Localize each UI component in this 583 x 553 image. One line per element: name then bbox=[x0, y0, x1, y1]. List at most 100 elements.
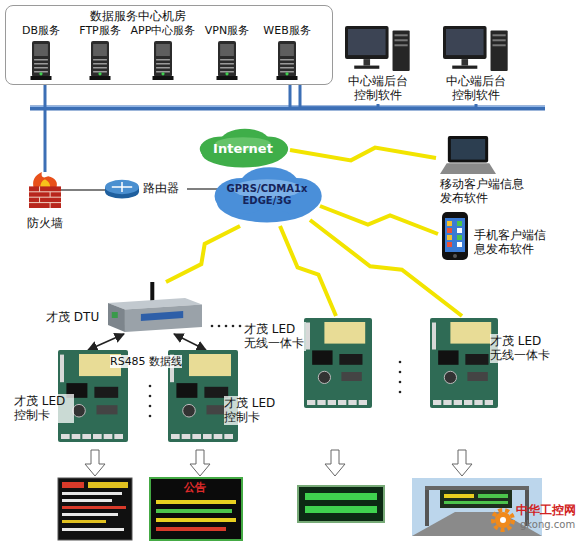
led-display bbox=[156, 500, 236, 504]
control-pc-icon bbox=[452, 66, 477, 69]
watermark-gear bbox=[500, 517, 506, 523]
control-pc: 中心端后台控制软件 bbox=[433, 26, 519, 104]
control-pc: 中心端后台控制软件 bbox=[335, 26, 421, 104]
highway-led-sign bbox=[425, 486, 529, 490]
server-icon bbox=[156, 67, 170, 69]
server-icon bbox=[217, 76, 238, 80]
led-display bbox=[298, 486, 384, 522]
server-icon bbox=[93, 59, 107, 61]
led-display bbox=[58, 478, 132, 540]
wireless-led-card-icon bbox=[474, 400, 482, 405]
mobile-network-cloud: GPRS/CDMA1x EDGE/3G bbox=[210, 166, 324, 226]
wireless-led-card-icon bbox=[438, 350, 458, 364]
watermark-gear bbox=[493, 510, 513, 530]
node-label: 才茂 LED 无线一体卡 bbox=[244, 322, 306, 351]
dtu-device: 才茂 DTU bbox=[46, 282, 206, 334]
led-control-card-icon bbox=[214, 434, 223, 439]
phone-client-icon bbox=[442, 212, 468, 260]
phone-client-icon bbox=[453, 254, 457, 258]
server-icon bbox=[272, 41, 302, 81]
led-control-card-icon bbox=[60, 355, 64, 383]
continuation-dots bbox=[149, 405, 152, 408]
connector-layer bbox=[45, 85, 476, 350]
phone-client-icon bbox=[457, 235, 462, 240]
server-icon bbox=[34, 67, 48, 69]
server-icon bbox=[280, 59, 294, 61]
server-icon bbox=[156, 59, 170, 61]
firewall-icon bbox=[39, 197, 40, 202]
continuation-dots bbox=[149, 395, 152, 398]
control-pc-icon bbox=[395, 34, 408, 36]
server-icon bbox=[93, 67, 107, 69]
server-icon bbox=[98, 72, 101, 75]
server-icon bbox=[153, 76, 174, 80]
dtu-device-icon bbox=[108, 303, 125, 332]
server-icon bbox=[225, 72, 228, 75]
control-pc-icon bbox=[348, 29, 386, 55]
led-control-card: 才茂 LED 控制卡 bbox=[166, 350, 286, 444]
continuation-dots bbox=[399, 371, 402, 374]
wireless-led-card-icon bbox=[304, 318, 372, 408]
wireless-led-card-icon bbox=[485, 400, 493, 405]
dtu-device-icon bbox=[112, 312, 118, 318]
laptop-client-icon bbox=[440, 136, 496, 174]
highway-led-sign bbox=[478, 494, 508, 498]
node-label: WEB服务 bbox=[258, 24, 316, 37]
firewall-icon bbox=[29, 191, 61, 192]
led-control-card-icon bbox=[189, 354, 231, 376]
server-icon bbox=[148, 41, 178, 81]
wireless-led-card-icon bbox=[450, 322, 491, 344]
firewall: 防火墙 bbox=[18, 172, 72, 234]
wireless-led-card-icon bbox=[318, 371, 330, 383]
led-control-card-icon bbox=[171, 434, 180, 439]
wireless-led-card-icon bbox=[304, 318, 372, 408]
wireless-led-card-icon bbox=[433, 400, 441, 405]
continuation-dots bbox=[399, 381, 402, 384]
continuation-dots bbox=[149, 415, 152, 418]
wireless-led-card-icon bbox=[317, 400, 325, 405]
laptop-client-icon bbox=[451, 139, 485, 160]
wireless-link bbox=[320, 206, 438, 234]
control-pc-icon bbox=[443, 26, 509, 72]
phone-client-icon bbox=[457, 242, 462, 247]
led-display bbox=[156, 527, 226, 531]
node-label: DB服务 bbox=[12, 24, 70, 37]
wireless-led-card: 才茂 LED 无线一体卡 bbox=[426, 316, 564, 410]
connector bbox=[88, 334, 124, 350]
laptop-client-icon bbox=[448, 136, 488, 163]
led-control-card-icon bbox=[224, 434, 233, 439]
led-display bbox=[150, 478, 242, 540]
wireless-led-card-icon bbox=[430, 318, 498, 408]
led-control-card-icon bbox=[82, 434, 91, 439]
server-icon bbox=[91, 41, 109, 77]
server-room: DB服务FTP服务APP中心服务VPN服务WEB服务数据服务中心机房 bbox=[5, 5, 333, 85]
connector bbox=[187, 188, 220, 190]
led-display bbox=[62, 492, 122, 495]
led-display bbox=[58, 478, 132, 540]
phone-client-icon bbox=[457, 228, 462, 233]
display-text: 公告 bbox=[184, 481, 206, 494]
firewall-icon bbox=[33, 172, 57, 188]
watermark: 中华工控网 bbox=[516, 503, 576, 517]
phone-client-icon bbox=[447, 242, 452, 247]
highway-led-sign bbox=[444, 494, 474, 498]
down-arrow bbox=[190, 450, 210, 476]
server: WEB服务 bbox=[258, 24, 316, 82]
laptop-client-icon bbox=[440, 163, 496, 174]
edge-label: RS485 数据线 bbox=[110, 355, 182, 368]
router-icon bbox=[105, 180, 139, 194]
control-pc-icon bbox=[363, 59, 370, 65]
led-control-card-icon bbox=[93, 434, 102, 439]
node-label: 中心端后台控制软件 bbox=[347, 74, 409, 103]
phone-client-icon bbox=[447, 235, 452, 240]
down-arrow bbox=[85, 450, 105, 476]
node-label: 才茂 DTU bbox=[46, 310, 108, 324]
node-label: 才茂 LED 控制卡 bbox=[224, 396, 284, 425]
led-control-card-icon bbox=[114, 434, 123, 439]
node-label: 才茂 LED 无线一体卡 bbox=[490, 334, 554, 363]
phone-client-icon bbox=[447, 228, 452, 233]
dtu-device-icon bbox=[150, 282, 154, 303]
wireless-led-card-icon bbox=[312, 350, 332, 364]
server: APP中心服务 bbox=[128, 24, 198, 82]
